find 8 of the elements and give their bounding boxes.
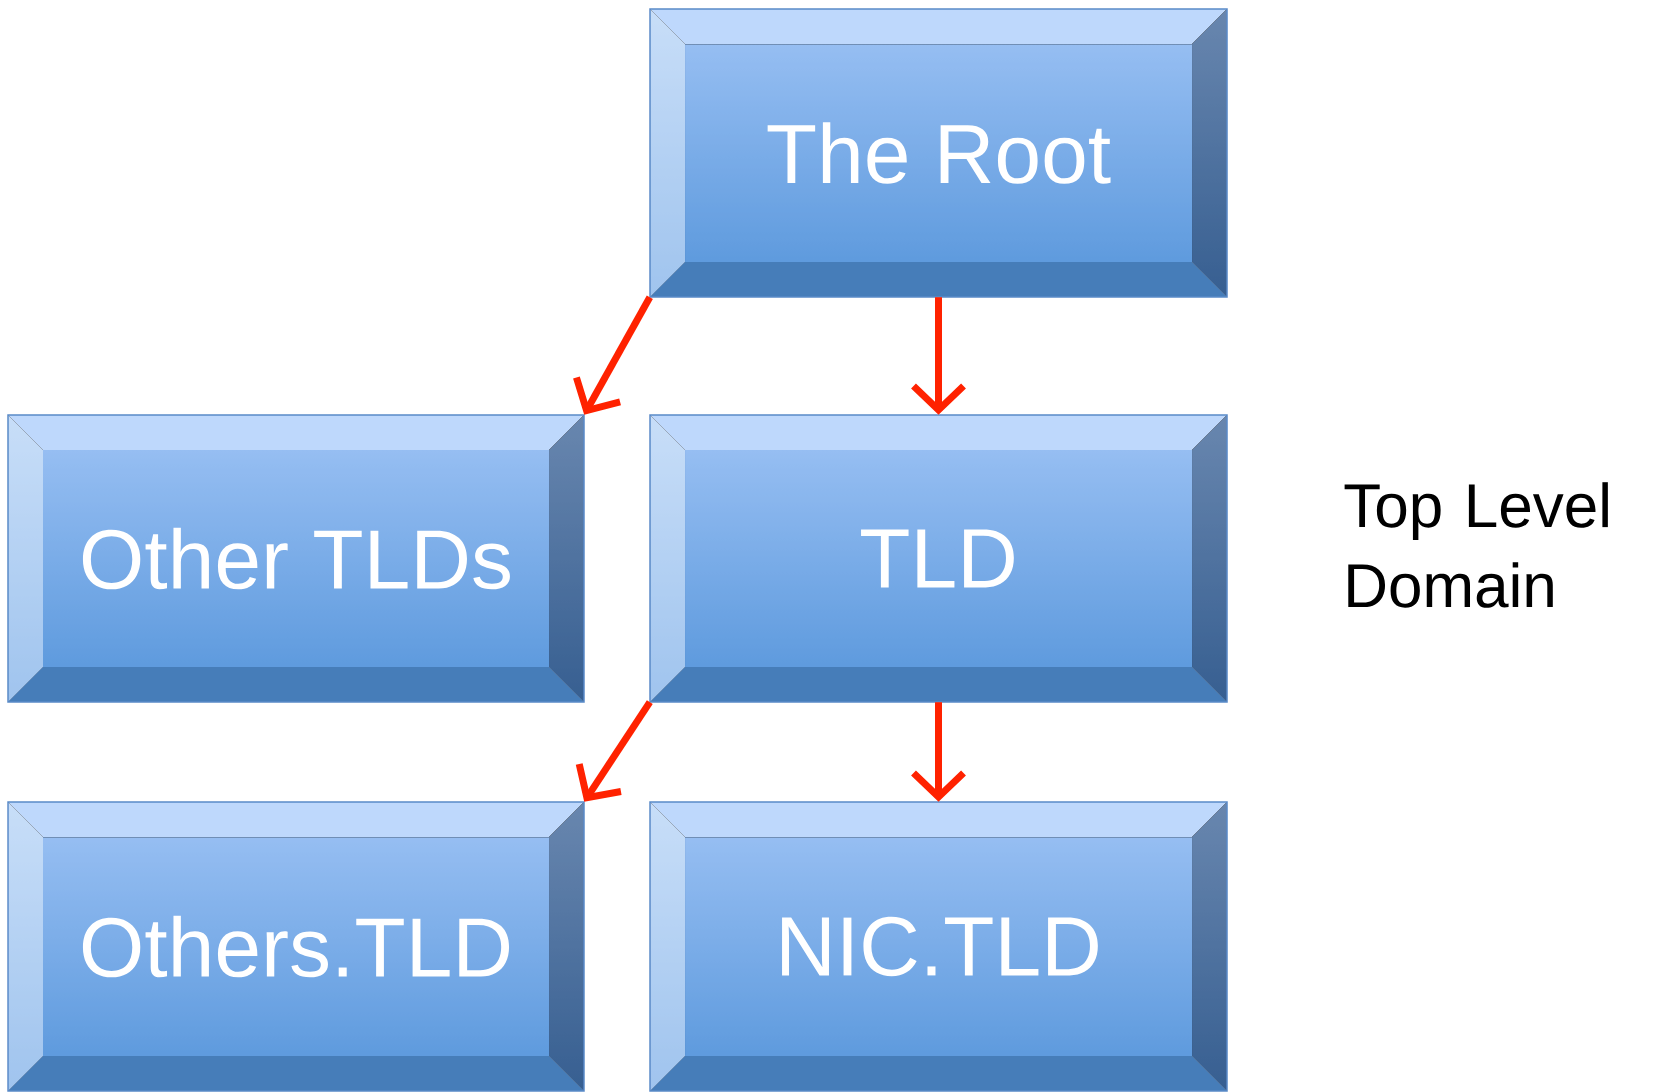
side-label: Top Level Domain: [1344, 482, 1608, 608]
beveled-box: NIC.TLD: [649, 801, 1228, 1092]
beveled-box: The Root: [649, 8, 1228, 298]
beveled-box: TLD: [649, 414, 1228, 703]
beveled-box: Others.TLD: [7, 801, 585, 1092]
beveled-box: Other TLDs: [7, 414, 585, 703]
arrow: [573, 295, 653, 415]
arrow: [575, 700, 653, 802]
